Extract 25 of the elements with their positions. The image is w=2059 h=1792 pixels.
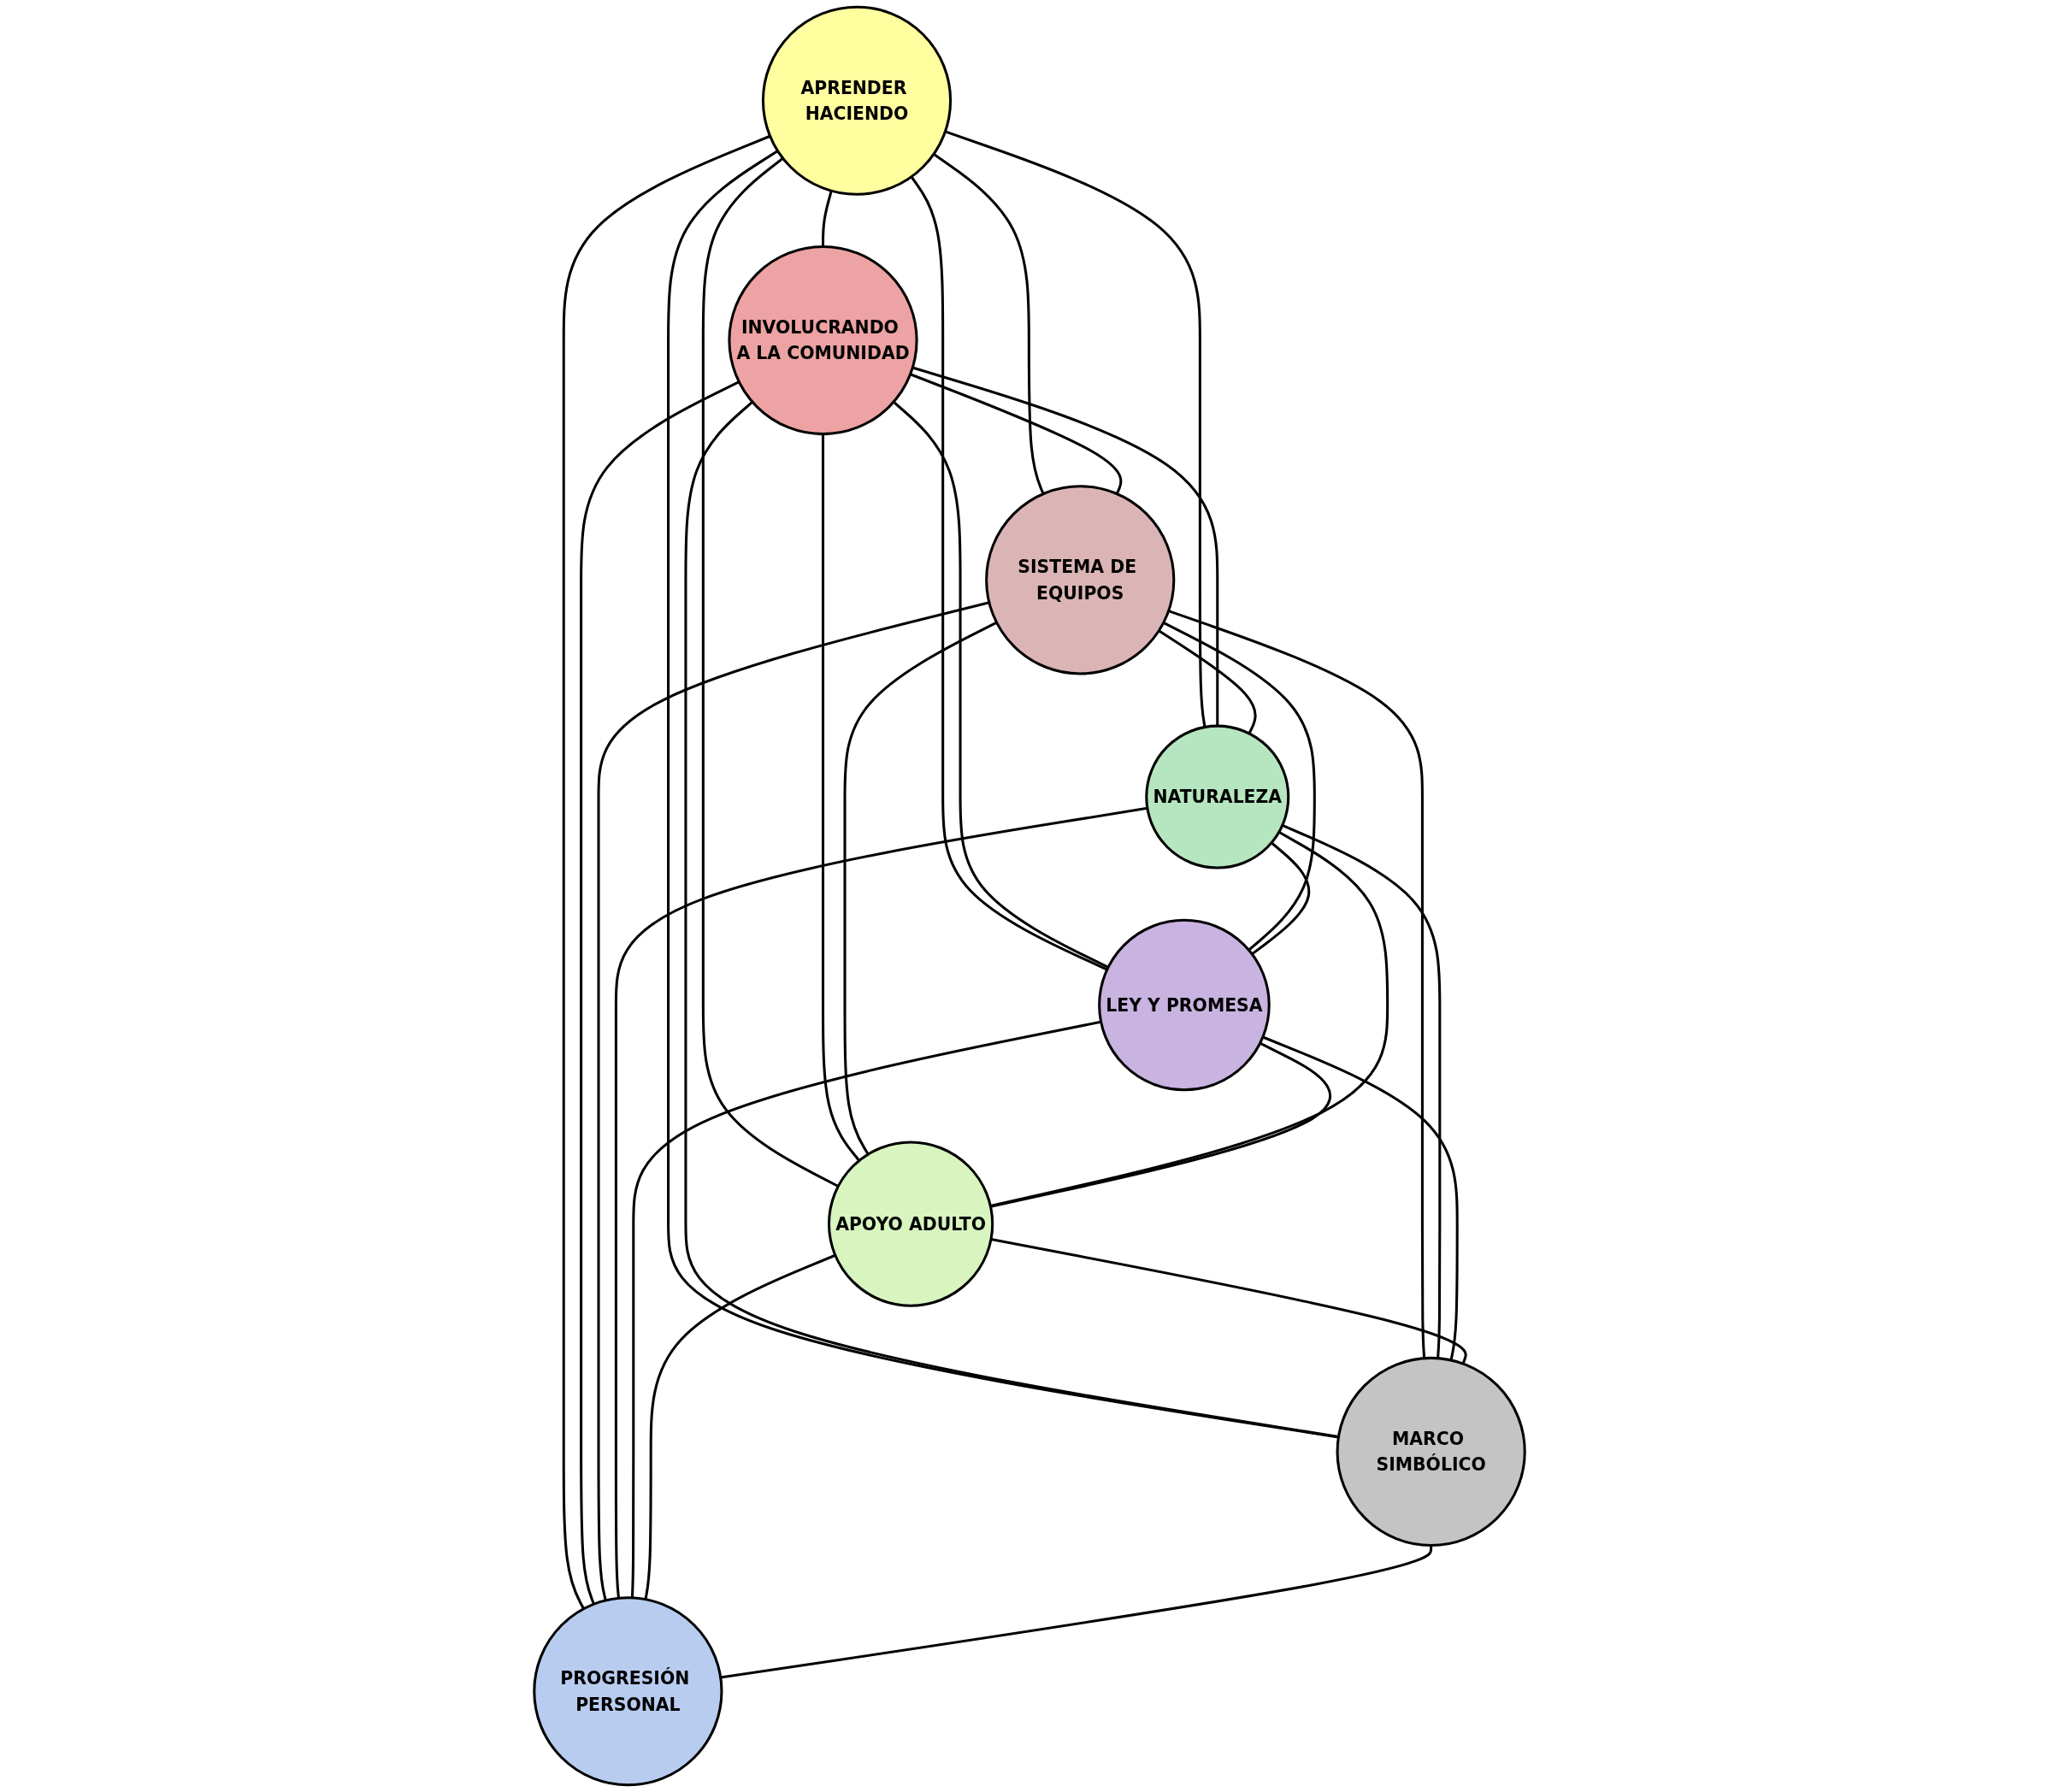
connector (1251, 841, 1311, 956)
node-circle: MARCO SIMBÓLICO (1336, 1356, 1526, 1547)
connector (822, 190, 833, 247)
connector (893, 400, 1109, 969)
connector (701, 156, 839, 1188)
node-circle: APOYO ADULTO (827, 1141, 994, 1307)
node-circle: NATURALEZA (1145, 724, 1290, 869)
connector (1168, 610, 1426, 1359)
connector (644, 1253, 836, 1600)
node-circle: APRENDER HACIENDO (761, 5, 953, 196)
connector (580, 380, 740, 1605)
connector (912, 366, 1219, 727)
connector (910, 373, 1123, 495)
node-circle: LEY Y PROMESA (1098, 918, 1271, 1092)
connector (630, 1020, 1101, 1598)
connector (933, 153, 1045, 495)
node-circle: SISTEMA DE EQUIPOS (985, 485, 1176, 675)
connector (1262, 1035, 1459, 1361)
connector (990, 830, 1389, 1207)
connector (1158, 629, 1257, 734)
node-circle: INVOLUCRANDO A LA COMUNIDAD (728, 245, 918, 436)
connector (822, 433, 860, 1162)
connector (1282, 823, 1442, 1359)
node-circle: PROGRESIÓN PERSONAL (533, 1596, 723, 1787)
connector (1163, 621, 1316, 952)
